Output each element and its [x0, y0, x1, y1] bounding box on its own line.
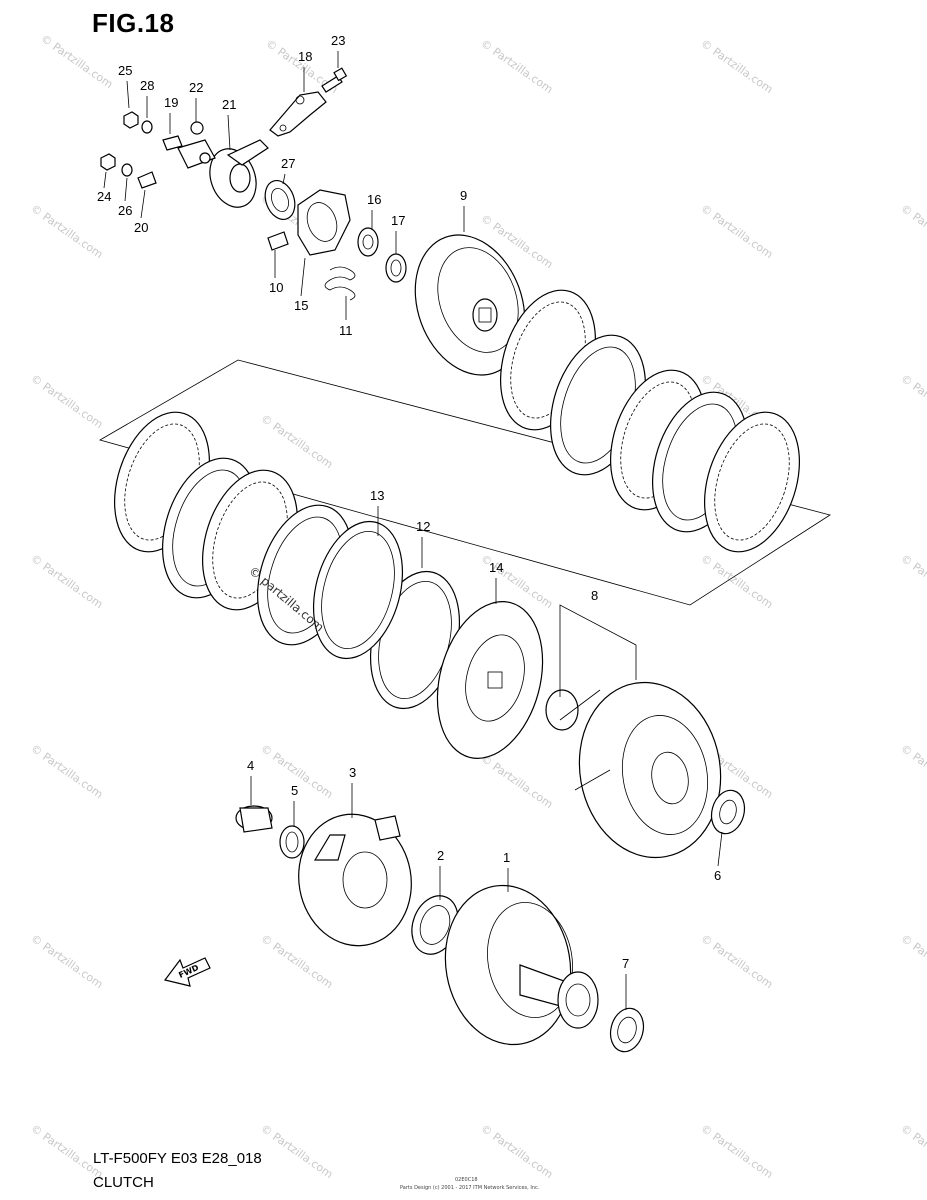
- small-code: 02E0C18: [455, 1177, 478, 1183]
- watermark-text: © Partzilla.com: [478, 1122, 555, 1181]
- callout-labels: 1234567891011121314151617181920212223242…: [97, 33, 723, 1010]
- clutch-disc-14: [436, 601, 544, 759]
- clutch-sleeve-hub-8: [545, 681, 722, 859]
- callout-19: 19: [164, 95, 178, 110]
- watermark-text: © Partzilla.com: [28, 202, 105, 261]
- callout-7: 7: [622, 956, 629, 971]
- washer-7: [609, 1007, 645, 1053]
- callout-4: 4: [247, 758, 254, 773]
- callout-17: 17: [391, 213, 405, 228]
- watermark-text: © Partzilla.com: [898, 742, 927, 801]
- callout-14: 14: [489, 560, 503, 575]
- callout-6: 6: [714, 868, 721, 883]
- leader-line-27: [282, 173, 286, 185]
- watermark-text: © Partzilla.com: [258, 932, 335, 991]
- callout-16: 16: [367, 192, 381, 207]
- clutch-housing-1: [444, 884, 599, 1046]
- callout-22: 22: [189, 80, 203, 95]
- callout-24: 24: [97, 189, 111, 204]
- leader-line-20: [140, 189, 146, 219]
- watermark-text: © Partzilla.com: [28, 742, 105, 801]
- watermark-text: © Partzilla.com: [478, 37, 555, 96]
- leader-line-24: [103, 171, 107, 189]
- watermark-text: © Partzilla.com: [698, 1122, 775, 1181]
- watermark-text: © Partzilla.com: [28, 372, 105, 431]
- callout-28: 28: [140, 78, 154, 93]
- callout-18: 18: [298, 49, 312, 64]
- section-name: CLUTCH: [93, 1174, 154, 1191]
- forward-arrow-icon: FWD: [163, 957, 211, 987]
- washer-5: [279, 825, 305, 859]
- callout-25: 25: [118, 63, 132, 78]
- callout-12: 12: [416, 519, 430, 534]
- one-way-clutch-3: [298, 813, 412, 947]
- model-code: LT-F500FY E03 E28_018: [93, 1150, 262, 1167]
- callout-11: 11: [339, 323, 353, 338]
- watermark-text: © Partzilla.com: [898, 202, 927, 261]
- callout-10: 10: [269, 280, 283, 295]
- figure-title: FIG.18: [92, 8, 175, 38]
- callout-8-bracket: [559, 604, 637, 697]
- watermark-text: © Partzilla.com: [38, 32, 115, 91]
- watermark-text: © Partzilla.com: [478, 752, 555, 811]
- callout-1: 1: [503, 850, 510, 865]
- watermark-text: © Partzilla.com: [698, 932, 775, 991]
- callout-23: 23: [331, 33, 345, 48]
- callout-2: 2: [437, 848, 444, 863]
- callout-26: 26: [118, 203, 132, 218]
- clutch-plate: [704, 411, 800, 553]
- spacer-4: [235, 805, 273, 833]
- watermark-text: © Partzilla.com: [698, 202, 775, 261]
- pressure-plate: [414, 234, 526, 376]
- callout-13: 13: [370, 488, 384, 503]
- washer-6: [710, 789, 746, 835]
- watermark-text: © Partzilla.com: [898, 1122, 927, 1181]
- watermark-text: © Partzilla.com: [28, 552, 105, 611]
- leader-line-6: [717, 831, 723, 867]
- callout-27: 27: [281, 156, 295, 171]
- watermark-text: © Partzilla.com: [898, 932, 927, 991]
- callout-3: 3: [349, 765, 356, 780]
- watermark-text: © Partzilla.com: [898, 552, 927, 611]
- leader-line-21: [227, 114, 231, 151]
- leader-line-25: [126, 80, 130, 109]
- callout-15: 15: [294, 298, 308, 313]
- watermark-text: © Partzilla.com: [698, 37, 775, 96]
- watermark-text: © Partzilla.com: [258, 1122, 335, 1181]
- leader-line-26: [124, 177, 128, 202]
- watermark-text: © Partzilla.com: [28, 932, 105, 991]
- drive-plate-13: [312, 520, 404, 660]
- watermark-text: © Partzilla.com: [258, 412, 335, 471]
- callout-9: 9: [460, 188, 467, 203]
- callout-5: 5: [291, 783, 298, 798]
- plate-stack-box: [98, 359, 831, 606]
- callout-8: 8: [591, 588, 598, 603]
- copyright-text: Parts Design (c) 2001 - 2017 ITM Network…: [400, 1185, 540, 1191]
- leader-line-15: [300, 257, 306, 297]
- watermark-text: © Partzilla.com: [698, 552, 775, 611]
- callout-21: 21: [222, 97, 236, 112]
- release-mechanism: [100, 67, 407, 301]
- watermark-text: © Partzilla.com: [898, 372, 927, 431]
- callout-20: 20: [134, 220, 148, 235]
